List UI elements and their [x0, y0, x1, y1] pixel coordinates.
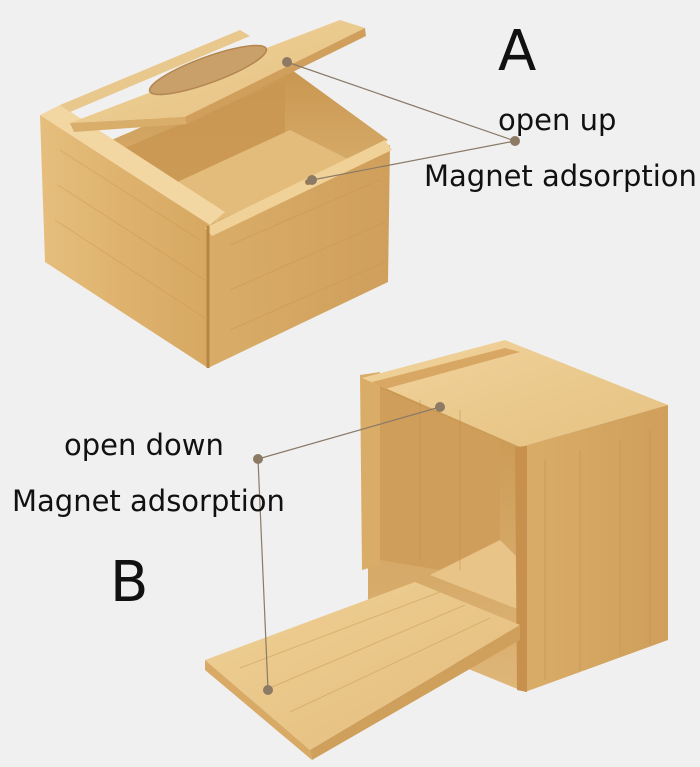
box-a-rim-marker	[307, 175, 317, 185]
box-b	[205, 340, 668, 760]
box-a-front-face	[40, 115, 210, 368]
box-a	[40, 20, 392, 368]
box-b-side-face	[520, 405, 668, 692]
figure-a-magnet-label: Magnet adsorption	[424, 159, 697, 193]
tissue-slot	[148, 44, 268, 96]
box-b-top-marker	[435, 402, 445, 412]
figure-b-letter: B	[110, 550, 149, 615]
box-a-lid-marker	[282, 57, 292, 67]
box-a-side-face	[208, 145, 390, 368]
box-b-callout-dot	[253, 454, 263, 464]
box-a-callout-lines	[286, 61, 516, 181]
box-b-door	[205, 582, 520, 750]
figure-b-open-label: open down	[64, 428, 224, 462]
figure-a-letter: A	[498, 19, 537, 84]
figure-b-magnet-label: Magnet adsorption	[12, 484, 285, 518]
box-b-callout-lines	[257, 406, 441, 691]
figure-a-open-label: open up	[498, 103, 617, 137]
box-b-door-marker	[263, 685, 273, 695]
box-a-callout-dot	[510, 136, 520, 146]
